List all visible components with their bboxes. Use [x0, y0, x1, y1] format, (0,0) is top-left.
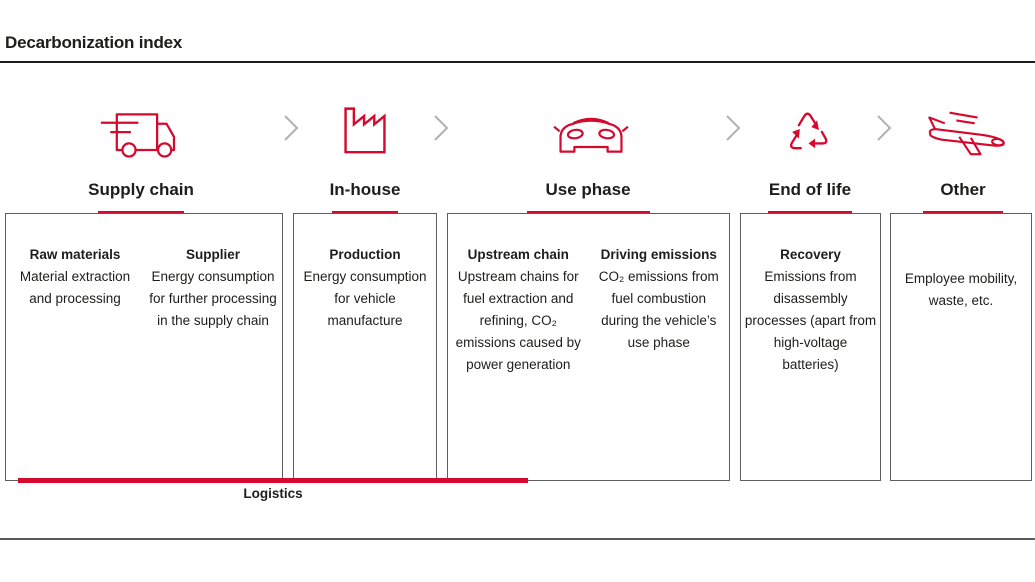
recycle-icon: [784, 107, 831, 153]
box-end-of-life: Recovery Emissions from disassembly proc…: [740, 213, 881, 481]
entry-raw-materials: Raw materials Material extraction and pr…: [6, 214, 144, 310]
entry-body: Employee mobility, waste, etc.: [904, 271, 1018, 308]
title-divider: [0, 61, 1035, 63]
entry-body: Energy consumption for vehicle manufactu…: [303, 269, 427, 328]
entry-title: Upstream chain: [467, 247, 569, 262]
entry-body: CO₂ emissions from fuel combustion durin…: [598, 269, 719, 350]
entry-body: Emissions from disassembly processes (ap…: [744, 269, 877, 372]
chevron-right-icon: [283, 114, 301, 142]
plane-icon: [922, 104, 1010, 160]
entry-body: Material extraction and processing: [19, 269, 131, 306]
entry-driving-emissions: Driving emissions CO₂ emissions from fue…: [589, 214, 730, 354]
entry-recovery: Recovery Emissions from disassembly proc…: [741, 214, 880, 376]
chevron-right-icon: [725, 114, 743, 142]
entry-body: Upstream chains for fuel extraction and …: [455, 269, 581, 372]
entry-other: Employee mobility, waste, etc.: [891, 214, 1031, 312]
entry-title: Raw materials: [29, 247, 121, 262]
stage-label-supply-chain: Supply chain: [88, 180, 194, 199]
entry-upstream-chain: Upstream chain Upstream chains for fuel …: [448, 214, 589, 376]
box-use-phase: Upstream chain Upstream chains for fuel …: [447, 213, 730, 481]
truck-icon: [99, 103, 189, 165]
entry-supplier: Supplier Energy consumption for further …: [144, 214, 282, 332]
logistics-label: Logistics: [243, 486, 303, 501]
stage-label-in-house: In-house: [329, 180, 401, 199]
entry-title: Supplier: [185, 247, 240, 262]
chevron-right-icon: [433, 114, 451, 142]
box-supply-chain: Raw materials Material extraction and pr…: [5, 213, 283, 481]
page-title: Decarbonization index: [5, 33, 183, 52]
chevron-right-icon: [876, 114, 894, 142]
stage-label-use-phase: Use phase: [545, 180, 631, 199]
entry-title: Driving emissions: [600, 247, 717, 262]
entry-body: Energy consumption for further processin…: [149, 269, 277, 328]
logistics-line: [18, 478, 528, 483]
stage-label-end-of-life: End of life: [768, 180, 852, 199]
bottom-divider: [0, 538, 1035, 540]
factory-icon: [337, 104, 393, 154]
entry-title: Production: [329, 247, 401, 262]
box-in-house: Production Energy consumption for vehicl…: [293, 213, 437, 481]
box-other: Employee mobility, waste, etc.: [890, 213, 1032, 481]
entry-title: Recovery: [780, 247, 841, 262]
entry-production: Production Energy consumption for vehicl…: [294, 214, 436, 332]
car-icon: [550, 111, 632, 159]
stage-label-other: Other: [940, 180, 986, 199]
